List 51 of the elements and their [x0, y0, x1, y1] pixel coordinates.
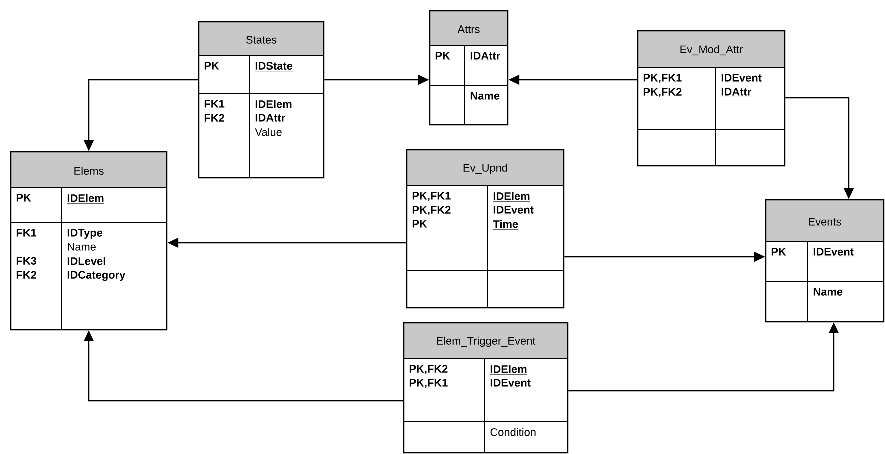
table-title: Elem_Trigger_Event	[437, 336, 536, 348]
table-title: Ev_Mod_Attr	[680, 45, 743, 56]
key-label: PK,FK2	[644, 88, 682, 98]
table-title: Attrs	[458, 26, 480, 34]
column-name: IDAttr	[470, 52, 501, 62]
key-label: PK	[204, 62, 220, 70]
column-name: IDEvent	[813, 248, 854, 258]
entity-table	[10, 151, 168, 331]
column-name: Time	[493, 220, 519, 230]
column-name: IDElem	[493, 192, 531, 202]
column-name: IDEvent	[490, 379, 532, 388]
column-name: IDElem	[256, 100, 292, 108]
column-name: IDAttr	[256, 114, 286, 122]
column-name: IDAttr	[721, 88, 752, 98]
column-name: IDState	[255, 62, 294, 72]
entity-table	[765, 199, 885, 323]
column-name: IDCategory	[68, 271, 126, 282]
key-label: PK,FK2	[410, 365, 448, 375]
key-label: FK2	[204, 114, 224, 122]
key-label: PK	[772, 248, 786, 256]
key-label: FK3	[16, 257, 37, 265]
entity-table	[429, 10, 509, 126]
column-name: Name	[814, 288, 843, 296]
key-label: FK1	[16, 229, 37, 237]
entity-table	[637, 30, 786, 167]
key-label: PK,FK1	[412, 192, 451, 202]
table-title: Ev_Upnd	[464, 164, 508, 174]
key-label: PK	[436, 52, 450, 60]
column-name: Name	[68, 243, 96, 251]
column-name: IDEvent	[721, 74, 762, 84]
key-label: FK1	[204, 100, 225, 108]
column-name: IDElem	[67, 194, 105, 204]
table-title: Elems	[74, 166, 104, 176]
column-name: IDElem	[490, 365, 528, 375]
key-label: PK	[16, 194, 32, 202]
table-title: States	[246, 36, 277, 44]
column-name: IDEvent	[493, 206, 534, 216]
column-name: Name	[470, 92, 500, 100]
table-title: Events	[809, 218, 842, 226]
column-name: Value	[255, 128, 282, 136]
column-name: IDLevel	[68, 257, 106, 266]
column-name: IDType	[68, 229, 103, 239]
key-label: PK,FK1	[644, 74, 682, 84]
entity-table	[406, 149, 565, 309]
key-label: PK	[412, 220, 428, 228]
column-name: Condition	[490, 428, 536, 436]
entity-table	[403, 322, 569, 454]
key-label: PK,FK1	[410, 379, 448, 388]
key-label: PK,FK2	[412, 206, 451, 216]
entity-table	[198, 21, 325, 179]
key-label: FK2	[16, 271, 36, 279]
